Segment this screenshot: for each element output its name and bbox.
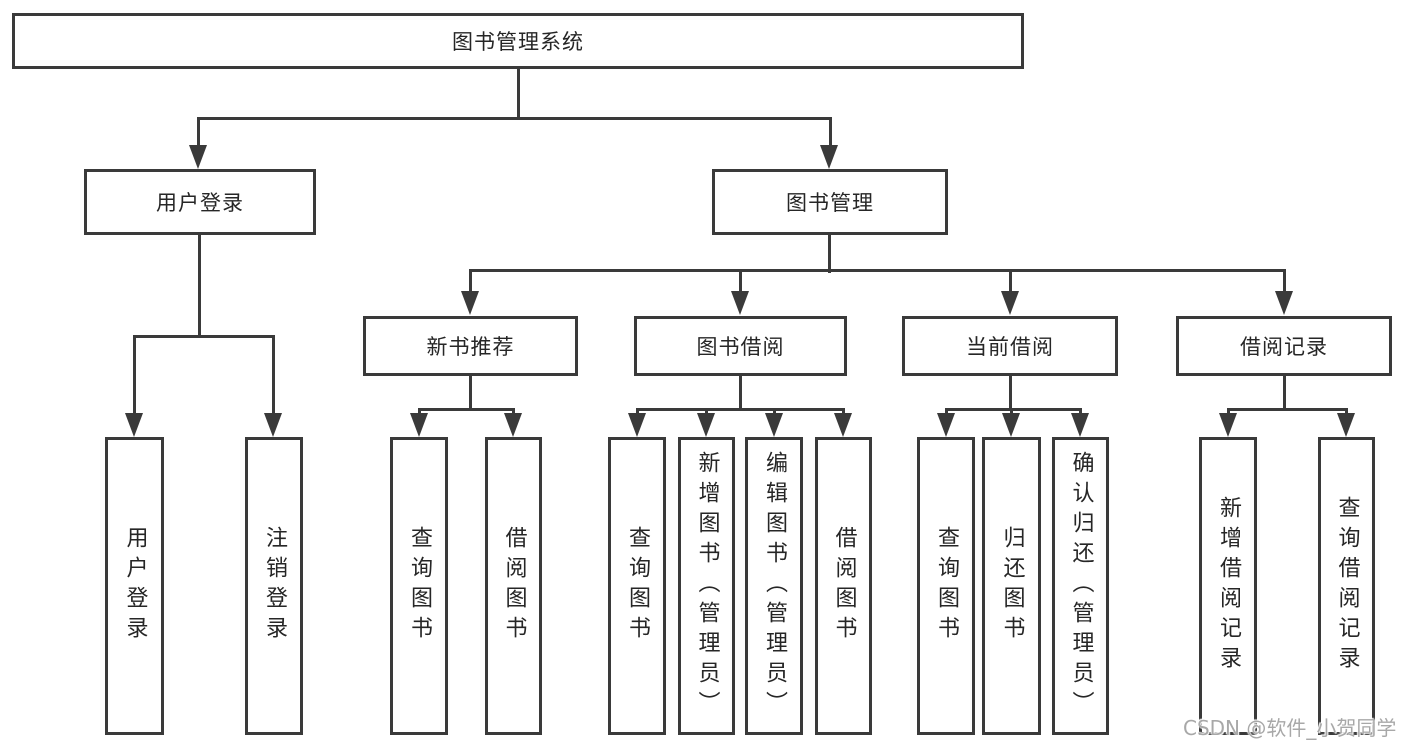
arrowhead-down-icon: [1337, 413, 1355, 437]
connector-line: [469, 269, 472, 295]
node-label: 新书推荐: [426, 335, 515, 359]
arrowhead-down-icon: [189, 145, 207, 169]
arrowhead-down-icon: [765, 413, 783, 437]
leaf-label: 借阅图书: [831, 526, 857, 646]
connector-line: [133, 335, 275, 338]
arrowhead-down-icon: [461, 291, 479, 315]
leaf-edit-books-admin: 编辑图书（管理员）: [745, 437, 803, 735]
connector-line: [1009, 269, 1012, 295]
connector-line: [469, 269, 1286, 272]
arrowhead-down-icon: [1275, 291, 1293, 315]
connector-line: [1227, 408, 1348, 411]
connector-line: [1283, 269, 1286, 295]
node-user-login: 用户登录: [84, 169, 316, 235]
node-label: 用户登录: [156, 191, 244, 215]
leaf-query-books-recommend: 查询图书: [390, 437, 448, 735]
arrowhead-down-icon: [1001, 291, 1019, 315]
connector-line: [418, 408, 515, 411]
leaf-user-login: 用户登录: [105, 437, 164, 735]
node-label: 图书管理系统: [452, 30, 584, 54]
leaf-add-books-admin: 新增图书（管理员）: [678, 437, 735, 735]
leaf-label: 查询借阅记录: [1334, 496, 1360, 676]
arrowhead-down-icon: [125, 413, 143, 437]
arrowhead-down-icon: [1219, 413, 1237, 437]
csdn-watermark: CSDN @软件_小贺同学: [1183, 716, 1397, 740]
connector-line: [945, 408, 1082, 411]
connector-line: [133, 335, 136, 415]
arrowhead-down-icon: [731, 291, 749, 315]
leaf-label: 查询图书: [625, 526, 650, 646]
leaf-label: 确认归还（管理员）: [1068, 451, 1094, 721]
connector-line: [829, 117, 832, 149]
arrowhead-down-icon: [697, 413, 715, 437]
node-library-management-system: 图书管理系统: [12, 13, 1024, 69]
leaf-logout: 注销登录: [245, 437, 303, 735]
leaf-confirm-return-admin: 确认归还（管理员）: [1052, 437, 1109, 735]
leaf-query-borrow-record: 查询借阅记录: [1318, 437, 1375, 735]
arrowhead-down-icon: [834, 413, 852, 437]
arrowhead-down-icon: [504, 413, 522, 437]
connector-line: [197, 117, 831, 120]
arrowhead-down-icon: [1002, 413, 1020, 437]
connector-line: [828, 235, 831, 273]
leaf-add-borrow-record: 新增借阅记录: [1199, 437, 1257, 735]
connector-line: [198, 235, 201, 337]
connector-line: [636, 408, 845, 411]
connector-line: [469, 376, 472, 411]
leaf-label: 编辑图书（管理员）: [762, 451, 787, 721]
leaf-label: 注销登录: [262, 526, 287, 646]
leaf-borrow-books-recommend: 借阅图书: [485, 437, 542, 735]
arrowhead-down-icon: [410, 413, 428, 437]
leaf-label: 新增借阅记录: [1216, 496, 1241, 676]
node-label: 借阅记录: [1240, 335, 1328, 359]
leaf-label: 借阅图书: [501, 526, 527, 646]
arrowhead-down-icon: [264, 413, 282, 437]
connector-line: [197, 117, 200, 149]
connector-line: [739, 269, 742, 295]
arrowhead-down-icon: [1071, 413, 1089, 437]
connector-line: [272, 335, 275, 415]
leaf-borrow-books: 借阅图书: [815, 437, 872, 735]
node-current-borrowing: 当前借阅: [902, 316, 1118, 376]
leaf-return-books: 归还图书: [982, 437, 1041, 735]
connector-line: [739, 376, 742, 411]
leaf-query-books-borrow: 查询图书: [608, 437, 666, 735]
leaf-label: 查询图书: [407, 526, 432, 646]
leaf-label: 用户登录: [122, 526, 148, 646]
arrowhead-down-icon: [628, 413, 646, 437]
node-label: 图书管理: [786, 191, 874, 215]
leaf-label: 新增图书（管理员）: [694, 451, 720, 721]
arrowhead-down-icon: [820, 145, 838, 169]
leaf-label: 查询图书: [934, 526, 959, 646]
node-label: 当前借阅: [966, 335, 1054, 359]
leaf-label: 归还图书: [999, 526, 1025, 646]
node-new-book-recommend: 新书推荐: [363, 316, 578, 376]
connector-line: [517, 66, 520, 119]
leaf-query-books-current: 查询图书: [917, 437, 975, 735]
node-borrowing-records: 借阅记录: [1176, 316, 1392, 376]
arrowhead-down-icon: [937, 413, 955, 437]
connector-line: [1009, 376, 1012, 411]
node-book-management: 图书管理: [712, 169, 948, 235]
connector-line: [1283, 376, 1286, 411]
node-label: 图书借阅: [696, 335, 785, 359]
node-book-borrowing: 图书借阅: [634, 316, 847, 376]
